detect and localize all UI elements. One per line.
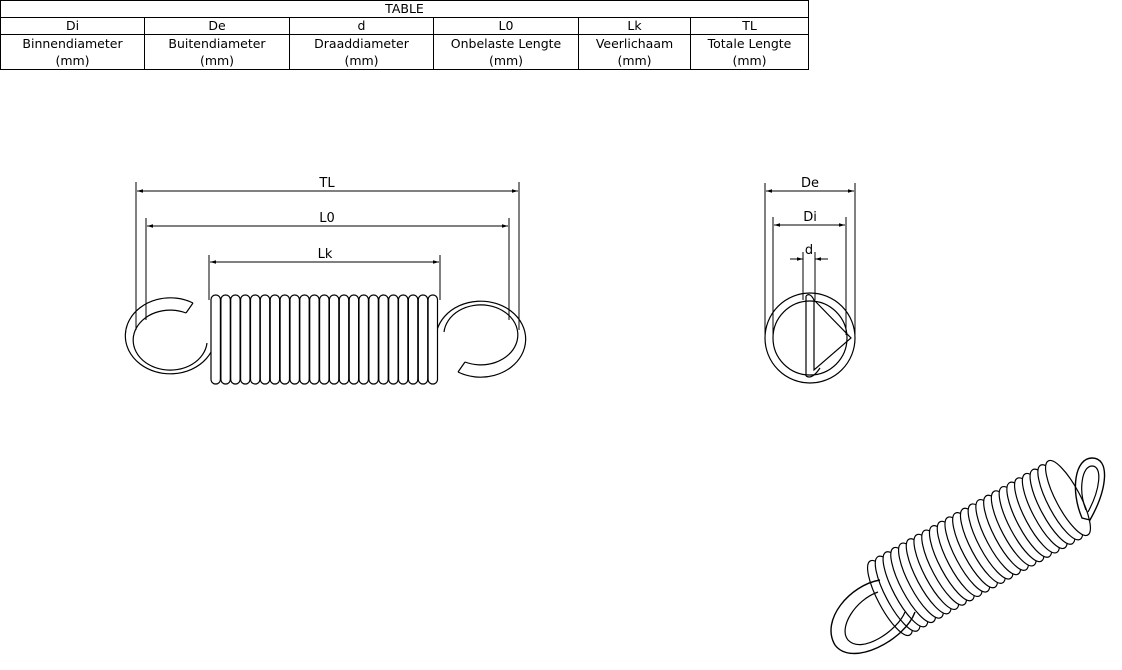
end-view-hook-top <box>805 294 815 301</box>
col-name-d: Draaddiameter <box>314 36 409 51</box>
dim-label-d: d <box>805 243 813 258</box>
col-unit-lk: (mm) <box>617 53 652 68</box>
col-desc-de: Buitendiameter (mm) <box>144 34 290 70</box>
col-desc-lk: Veerlichaam (mm) <box>578 34 691 70</box>
end-view-hook-bottom <box>805 367 821 378</box>
col-unit-l0: (mm) <box>488 53 524 68</box>
iso-coil-winding <box>1045 459 1091 537</box>
coil-winding <box>427 294 439 385</box>
iso-bottom-hook-inner <box>844 591 906 646</box>
dim-label-l0: L0 <box>319 211 335 226</box>
dim-label-lk: Lk <box>318 247 333 262</box>
end-view-outer-circle <box>764 292 856 384</box>
left-hook-tip <box>185 302 194 314</box>
end-view-hook <box>805 296 852 376</box>
col-name-di: Binnendiameter <box>22 36 123 51</box>
right-hook-tip <box>457 361 466 373</box>
col-name-de: Buitendiameter <box>168 36 266 51</box>
col-desc-tl: Totale Lengte (mm) <box>690 34 809 70</box>
iso-coil-body <box>867 459 1091 637</box>
right-hook-inner <box>443 304 519 366</box>
col-name-tl: Totale Lengte <box>707 36 792 51</box>
col-desc-l0: Onbelaste Lengte (mm) <box>433 34 579 70</box>
iso-bottom-hook-outer <box>830 579 916 655</box>
col-unit-di: (mm) <box>55 53 90 68</box>
dim-label-tl: TL <box>318 176 335 191</box>
spring-coil-body <box>210 294 439 385</box>
dim-label-de: De <box>801 176 819 191</box>
iso-top-hook-outer <box>1074 457 1106 521</box>
col-name-lk: Veerlichaam <box>595 36 674 51</box>
col-unit-d: (mm) <box>344 53 379 68</box>
col-desc-di: Binnendiameter (mm) <box>0 34 145 70</box>
left-hook-inner <box>132 309 208 371</box>
end-view-inner-circle <box>772 300 848 376</box>
left-hook-outer <box>124 297 215 375</box>
col-unit-de: (mm) <box>199 53 235 68</box>
col-name-l0: Onbelaste Lengte <box>450 36 562 51</box>
iso-top-hook-inner <box>1081 465 1100 513</box>
spec-table: TABLE Di De d L0 Lk TL Binnendiameter(mm… <box>0 0 809 70</box>
dim-label-di: Di <box>803 210 817 225</box>
col-desc-d: Draaddiameter (mm) <box>289 34 434 70</box>
right-hook-outer <box>436 300 527 378</box>
col-unit-tl: (mm) <box>732 53 767 68</box>
